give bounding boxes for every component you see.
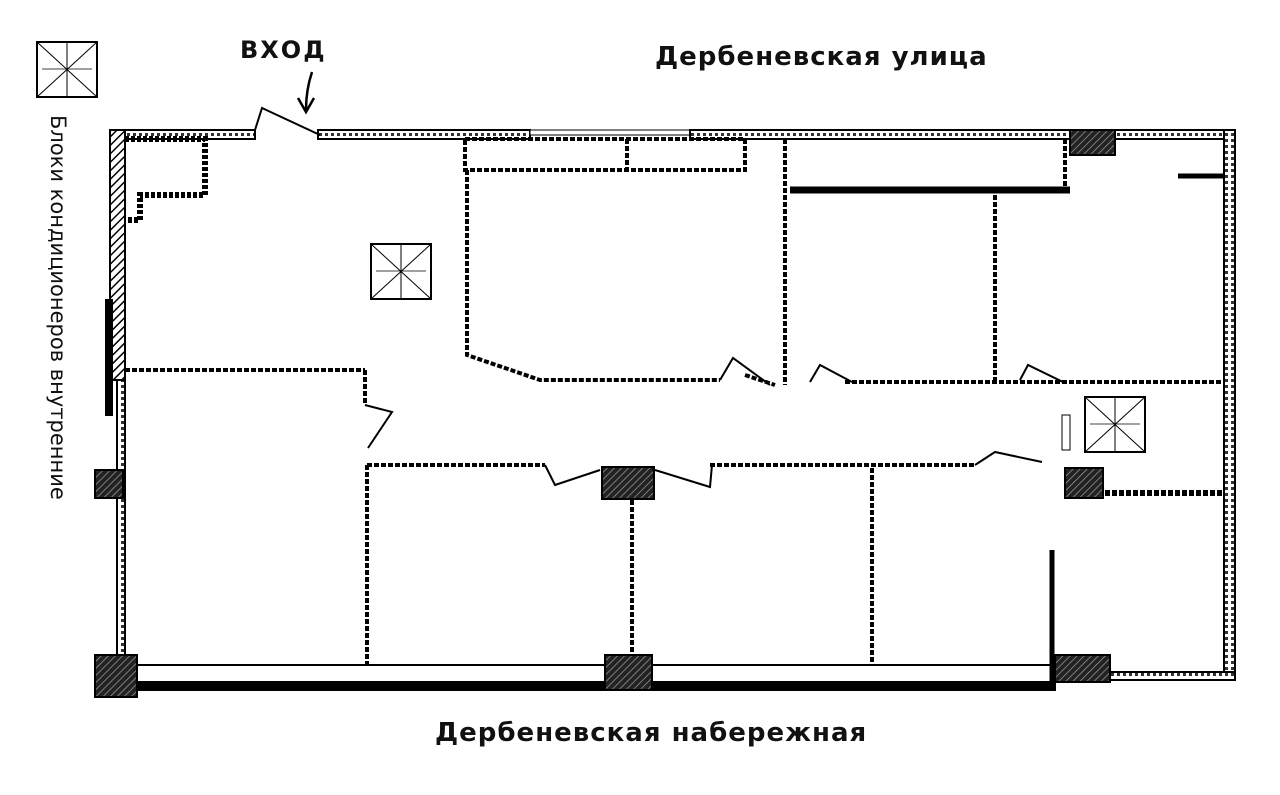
entrance-label: ВХОД xyxy=(240,36,327,64)
door-swing-icon xyxy=(254,106,1066,489)
corner-wall xyxy=(125,136,208,223)
vent-shaft xyxy=(1061,414,1071,451)
column-icon xyxy=(94,129,1116,698)
ac-unit-icon xyxy=(370,243,432,300)
entrance-arrow-icon xyxy=(296,71,316,115)
ac-unit-icon xyxy=(1084,396,1146,453)
street-bottom-label: Дербеневская набережная xyxy=(435,718,868,748)
interior-walls xyxy=(125,137,1222,666)
ac-unit-icon xyxy=(36,41,98,98)
legend-ac-label: Блоки кондиционеров внутренние xyxy=(46,115,70,500)
street-top-label: Дербеневская улица xyxy=(655,42,988,72)
outer-walls xyxy=(105,129,1236,691)
